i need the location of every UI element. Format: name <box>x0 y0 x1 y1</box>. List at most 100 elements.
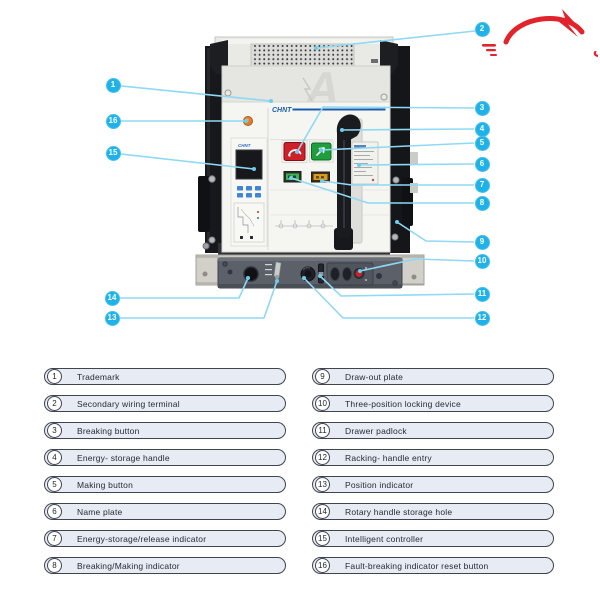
callout-badge-2: 2 <box>474 21 490 37</box>
leader-line-3 <box>296 106 475 153</box>
legend-label: Trademark <box>77 371 120 382</box>
vent-grille <box>252 45 353 65</box>
legend-number: 13 <box>315 477 330 492</box>
legend-label: Rotary handle storage hole <box>345 506 453 517</box>
callout-badge-16: 16 <box>105 113 121 129</box>
legend-row: 16 Fault-breaking indicator reset button <box>312 557 554 574</box>
legend-label: Energy- storage handle <box>77 452 170 463</box>
company-logo: آرتاالکتریک <box>482 9 598 61</box>
legend-row: 10 Three-position locking device <box>312 395 554 412</box>
legend-number: 15 <box>315 531 330 546</box>
callout-badge-1: 1 <box>105 77 121 93</box>
legend-number: 10 <box>315 396 330 411</box>
legend-label: Breaking button <box>77 425 140 436</box>
controller-keypad <box>237 186 261 198</box>
legend-label: Making button <box>77 479 133 490</box>
leader-line-5 <box>320 142 475 151</box>
legend-number: 6 <box>47 504 62 519</box>
leader-dots <box>244 46 399 283</box>
callout-badge-14: 14 <box>104 290 120 306</box>
legend-row: 5 Making button <box>44 476 286 493</box>
logo-swoosh <box>503 16 585 45</box>
brand-trademark: CHNT <box>272 107 292 114</box>
callout-badge-7: 7 <box>474 177 490 193</box>
callout-badge-9: 9 <box>474 234 490 250</box>
legend-column-right: 9 Draw-out plate 10 Three-position locki… <box>312 368 554 584</box>
leader-line-10 <box>359 258 475 272</box>
legend-label: Fault-breaking indicator reset button <box>345 560 489 571</box>
logo-text: آرتاالکتریک <box>593 39 598 61</box>
legend-number: 1 <box>47 369 62 384</box>
legend-number: 9 <box>315 369 330 384</box>
padlock-and-lock-group <box>326 262 374 286</box>
callout-badge-8: 8 <box>474 195 490 211</box>
leader-line-4 <box>341 128 475 131</box>
legend-label: Name plate <box>77 506 123 517</box>
callout-badge-13: 13 <box>104 310 120 326</box>
leader-line-13 <box>120 280 278 319</box>
legend-label: Three-position locking device <box>345 398 461 409</box>
draw-out-plate <box>195 254 425 289</box>
legend-row: 3 Breaking button <box>44 422 286 439</box>
leader-lines <box>120 30 476 319</box>
legend-row: 12 Racking- handle entry <box>312 449 554 466</box>
leader-line-6 <box>358 163 475 166</box>
leader-line-11 <box>319 275 475 297</box>
intelligent-controller: CHNT <box>230 137 268 247</box>
leader-line-8 <box>290 177 474 204</box>
leader-line-14 <box>120 277 249 299</box>
callout-badge-5: 5 <box>474 135 490 151</box>
leader-line-7 <box>321 180 474 186</box>
legend-row: 9 Draw-out plate <box>312 368 554 385</box>
legend-label: Draw-out plate <box>345 371 404 382</box>
controller-display <box>235 149 263 180</box>
leader-line-1 <box>120 85 272 102</box>
callout-badge-6: 6 <box>474 156 490 172</box>
legend-row: 6 Name plate <box>44 503 286 520</box>
callout-badge-11: 11 <box>474 286 490 302</box>
leader-line-9 <box>396 221 475 243</box>
legend-row: 1 Trademark <box>44 368 286 385</box>
legend-number: 14 <box>315 504 330 519</box>
legend-number: 7 <box>47 531 62 546</box>
leader-line-2 <box>315 30 476 49</box>
legend-number: 2 <box>47 396 62 411</box>
trip-curve-panel <box>233 202 265 243</box>
legend-label: Secondary wiring terminal <box>77 398 180 409</box>
legend-label: Energy-storage/release indicator <box>77 533 207 544</box>
callout-badge-12: 12 <box>474 310 490 326</box>
legend-number: 3 <box>47 423 62 438</box>
legend-number: 16 <box>315 558 330 573</box>
panel-schematic <box>275 220 333 229</box>
legend-row: 13 Position indicator <box>312 476 554 493</box>
legend-row: 14 Rotary handle storage hole <box>312 503 554 520</box>
legend-row: 11 Drawer padlock <box>312 422 554 439</box>
legend-number: 4 <box>47 450 62 465</box>
controller-brand: CHNT <box>238 143 252 148</box>
legend-label: Racking- handle entry <box>345 452 432 463</box>
legend-number: 12 <box>315 450 330 465</box>
legend-row: 7 Energy-storage/release indicator <box>44 530 286 547</box>
leader-line-12 <box>303 277 474 319</box>
legend-label: Drawer padlock <box>345 425 407 436</box>
leader-line-15 <box>120 153 255 170</box>
callout-badge-15: 15 <box>105 145 121 161</box>
legend-number: 11 <box>315 423 330 438</box>
legend-column-left: 1 Trademark 2 Secondary wiring terminal … <box>44 368 286 584</box>
legend-label: Breaking/Making indicator <box>77 560 180 571</box>
callout-badge-4: 4 <box>474 121 490 137</box>
breaker-figure: A CHNT CHNT <box>120 30 476 319</box>
callout-badge-10: 10 <box>474 253 490 269</box>
legend-row: 2 Secondary wiring terminal <box>44 395 286 412</box>
legend-label: Position indicator <box>345 479 414 490</box>
legend-row: 4 Energy- storage handle <box>44 449 286 466</box>
legend-row: 15 Intelligent controller <box>312 530 554 547</box>
legend-number: 5 <box>47 477 62 492</box>
legend-row: 8 Breaking/Making indicator <box>44 557 286 574</box>
position-indicator <box>265 261 282 279</box>
callout-badge-3: 3 <box>474 100 490 116</box>
lightning-icon <box>558 9 578 37</box>
legend-number: 8 <box>47 558 62 573</box>
